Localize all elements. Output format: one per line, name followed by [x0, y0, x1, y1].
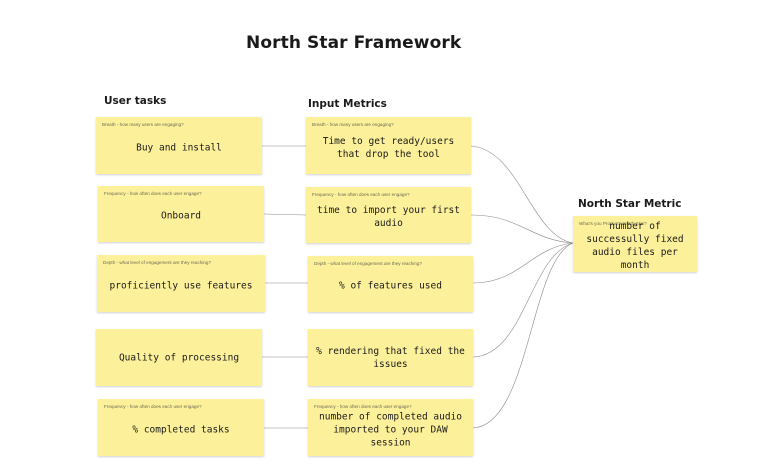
note-text: Time to get ready/users that drop the to… — [322, 135, 455, 160]
note-text: Buy and install — [136, 142, 222, 154]
north-star-note[interactable]: What's you Product's North Star? number … — [573, 216, 697, 272]
user-task-note[interactable]: Frequency - how often does each user eng… — [98, 186, 264, 242]
user-task-note[interactable]: Depth - what level of engagement are the… — [97, 255, 265, 312]
note-hint: Breath - how many users are engaging? — [102, 122, 184, 127]
column-header-user-tasks: User tasks — [104, 95, 167, 107]
note-text: time to import your first audio — [317, 205, 460, 230]
note-hint: What's you Product's North Star? — [579, 221, 647, 226]
note-text: % of features used — [339, 280, 442, 292]
note-hint: Depth - what level of engagement are the… — [314, 261, 423, 266]
connector-metric-northstar-3 — [472, 242, 574, 284]
note-hint: Frequency - how often does each user eng… — [104, 191, 202, 196]
note-hint: Frequency - how often does each user eng… — [314, 404, 412, 409]
input-metric-note[interactable]: Frequency - how often does each user eng… — [308, 399, 473, 456]
input-metric-note[interactable]: Breath - how many users are engaging? Ti… — [306, 117, 471, 174]
note-text: % completed tasks — [132, 424, 230, 436]
note-hint: Breath - how many users are engaging? — [312, 122, 394, 127]
user-task-note[interactable]: Breath - how many users are engaging? Bu… — [96, 117, 262, 174]
note-hint: Frequency - how often does each user eng… — [104, 404, 202, 409]
column-header-input-metrics: Input Metrics — [308, 98, 387, 110]
note-text: proficiently use features — [109, 280, 253, 292]
page-title: North Star Framework — [246, 33, 462, 53]
connector-metric-northstar-5 — [472, 242, 574, 429]
input-metric-note[interactable]: % rendering that fixed the issues — [308, 329, 473, 386]
north-star-text: number of successully fixed audio files … — [586, 221, 684, 272]
connector-metric-northstar-1 — [470, 145, 574, 244]
note-text: Quality of processing — [118, 352, 240, 363]
note-hint: Depth - what level of engagement are the… — [103, 260, 212, 265]
note-text: % rendering that fixed the issues — [316, 345, 465, 370]
input-metric-note[interactable]: Frequency - how often does each user eng… — [306, 187, 471, 243]
note-text: Onboard — [160, 210, 202, 222]
input-metric-note[interactable]: Depth - what level of engagement are the… — [308, 256, 473, 312]
column-header-north-star: North Star Metric — [578, 198, 682, 210]
note-text: number of completed audio imported to yo… — [319, 411, 462, 449]
user-task-note[interactable]: Frequency - how often does each user eng… — [98, 399, 264, 456]
connector-task-metric-2 — [263, 213, 307, 216]
connector-metric-northstar-2 — [470, 214, 574, 244]
user-task-note[interactable]: Quality of processing — [96, 329, 262, 386]
note-hint: Frequency - how often does each user eng… — [312, 192, 410, 197]
connector-metric-northstar-4 — [472, 242, 574, 358]
